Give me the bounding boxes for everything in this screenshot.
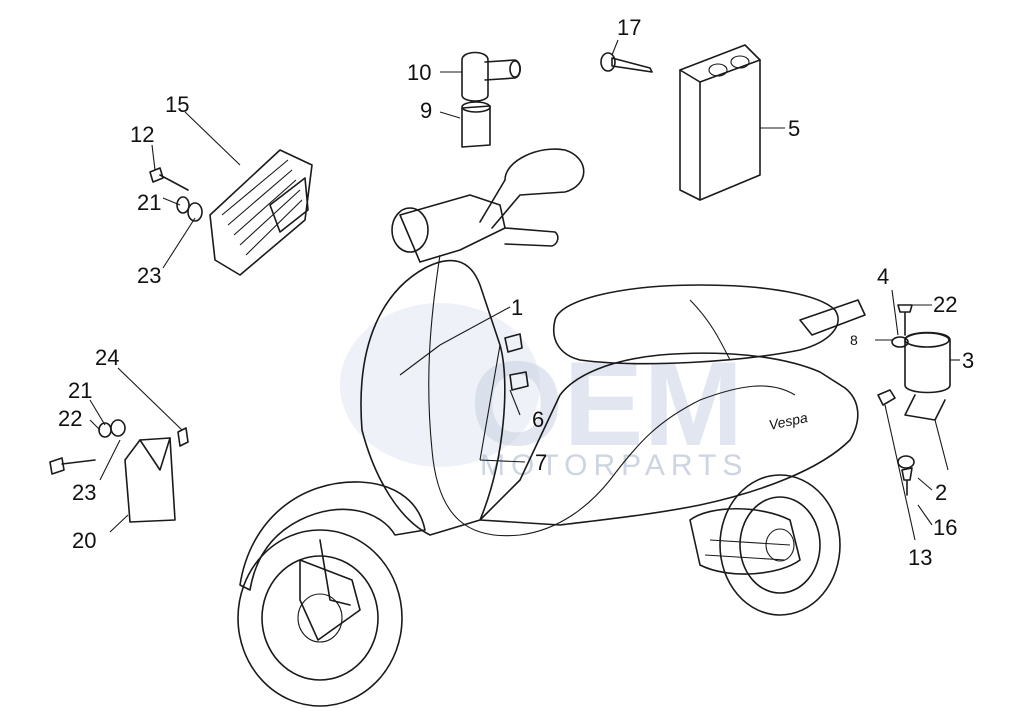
- part-6-connector-upper: [504, 333, 523, 353]
- part-21-washer: [176, 196, 190, 214]
- part-13-nut: [877, 389, 896, 406]
- part-23-washer: [187, 202, 203, 222]
- callout-1: 1: [511, 295, 523, 320]
- part-15-regulator: [209, 149, 313, 276]
- part-22-screw-left: [49, 457, 96, 475]
- seat: [553, 284, 839, 365]
- part-2-washer: [897, 455, 915, 469]
- handlebar-grip: [504, 227, 559, 247]
- part-21-washer-left: [98, 422, 112, 438]
- callout-22-left: 22: [58, 406, 82, 431]
- wiring-harness: [428, 254, 796, 537]
- side-panel: [479, 352, 859, 526]
- part-5-control-unit: [679, 44, 761, 201]
- callout-7: 7: [535, 450, 547, 475]
- callout-22-right: 22: [933, 292, 957, 317]
- callout-4: 4: [877, 264, 889, 289]
- scooter: Vespa: [237, 148, 866, 707]
- callout-16: 16: [933, 515, 957, 540]
- model-badge: Vespa: [767, 409, 809, 433]
- callout-17: 17: [617, 15, 641, 40]
- callout-labels: 17 10 9 5 15 12 21 23 1 6 7 4 22 8 3 2 1…: [58, 15, 974, 570]
- part-17-screw: [600, 52, 653, 73]
- part-23-washer-left: [110, 419, 126, 437]
- part-3-horn: [904, 331, 951, 471]
- callout-3: 3: [962, 348, 974, 373]
- part-22-screw-right: [897, 304, 913, 336]
- watermark-globe: [340, 303, 540, 467]
- callout-6: 6: [532, 407, 544, 432]
- callout-12: 12: [130, 122, 154, 147]
- callout-2: 2: [935, 480, 947, 505]
- rear-wheel: [719, 474, 841, 616]
- front-wheel: [237, 529, 403, 707]
- rear-rack: [799, 299, 866, 336]
- callout-8: 8: [850, 332, 858, 348]
- part-10-spark-plug-cap: [461, 51, 522, 102]
- callout-23-left: 23: [72, 480, 96, 505]
- callout-20: 20: [72, 528, 96, 553]
- watermark-subtitle: MOTORPARTS: [480, 449, 748, 482]
- leg-shield: [360, 259, 506, 536]
- callout-15: 15: [165, 92, 189, 117]
- callout-21-top: 21: [137, 190, 161, 215]
- part-24-clip: [177, 427, 189, 447]
- part-12-screw: [149, 167, 189, 191]
- front-fender: [239, 481, 426, 591]
- part-20-bracket: [124, 437, 176, 523]
- engine: [689, 508, 801, 575]
- part-8-washer: [891, 336, 909, 348]
- headlight: [391, 207, 429, 253]
- callout-5: 5: [788, 116, 800, 141]
- part-6-connector-lower: [509, 371, 529, 391]
- callout-21-left: 21: [68, 378, 92, 403]
- callout-10: 10: [407, 60, 431, 85]
- leader-lines: [89, 39, 960, 541]
- callout-23-top: 23: [137, 263, 161, 288]
- callout-24: 24: [95, 345, 119, 370]
- callout-9: 9: [420, 98, 432, 123]
- mirror: [479, 148, 585, 229]
- part-9-suppressor: [461, 101, 491, 148]
- part-16-screw: [901, 467, 913, 496]
- callout-13: 13: [908, 545, 932, 570]
- front-fork: [319, 539, 351, 606]
